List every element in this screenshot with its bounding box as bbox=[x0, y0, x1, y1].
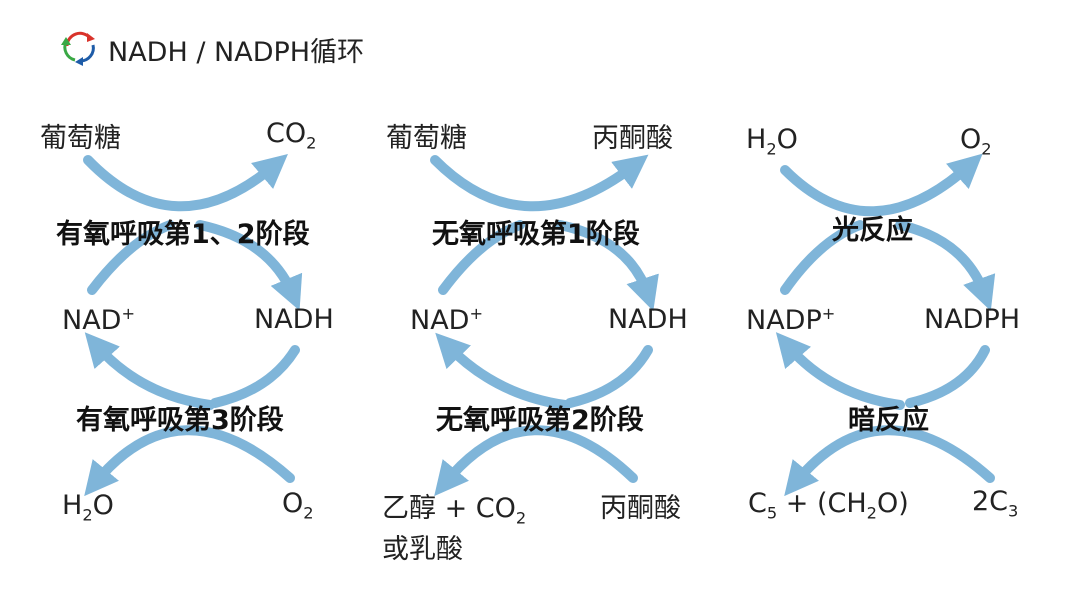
p2-bottom-left-label: 乙醇 + CO2 或乳酸 bbox=[382, 493, 527, 566]
p2-bottom-right-label: 丙酮酸 bbox=[600, 493, 681, 524]
arrow-p1-top-up bbox=[87, 220, 175, 295]
arrow-p1-bot-down bbox=[84, 425, 295, 497]
p1-bottom-left-label: H2O bbox=[62, 490, 114, 525]
arrow-p1-bot-up bbox=[84, 332, 215, 410]
p3-stage-top: 光反应 bbox=[832, 215, 913, 246]
p1-top-left-label: 葡萄糖 bbox=[40, 123, 121, 154]
arrow-p1-top-down bbox=[195, 220, 303, 311]
p1-top-right-label: CO2 bbox=[266, 118, 317, 153]
p1-stage-top: 有氧呼吸第1、2阶段 bbox=[56, 219, 310, 250]
arrow-p2-top-up bbox=[438, 220, 525, 295]
page-title: NADH / NADPH循环 bbox=[108, 37, 365, 68]
arrow-p2-bot-curve bbox=[565, 345, 653, 408]
p3-top-right-label: O2 bbox=[960, 124, 992, 159]
arrow-p2-bot-down bbox=[434, 425, 638, 497]
arrow-p3-bot-down bbox=[784, 425, 995, 497]
p3-mid-left-label: NADP+ bbox=[746, 304, 836, 336]
p2-mid-left-label: NAD+ bbox=[410, 304, 484, 336]
p2-stage-bottom: 无氧呼吸第2阶段 bbox=[436, 405, 644, 436]
p3-bottom-left-label: C5 + (CH2O) bbox=[748, 488, 909, 523]
arrow-p3-top-up bbox=[780, 220, 865, 295]
arrow-p2-top-down bbox=[555, 220, 659, 312]
p1-bottom-right-label: O2 bbox=[282, 488, 314, 523]
cycle-logo-icon bbox=[61, 31, 95, 66]
p3-mid-right-label: NADPH bbox=[924, 304, 1021, 335]
p2-top-left-label: 葡萄糖 bbox=[386, 123, 467, 154]
arrow-p3-top-right bbox=[780, 153, 983, 217]
p3-stage-bottom: 暗反应 bbox=[848, 405, 929, 436]
arrow-p3-top-down bbox=[895, 220, 996, 311]
p2-stage-top: 无氧呼吸第1阶段 bbox=[432, 219, 640, 250]
arrow-p2-top-right bbox=[430, 154, 649, 212]
p1-mid-left-label: NAD+ bbox=[62, 304, 136, 336]
arrow-p1-bot-curve bbox=[210, 345, 300, 408]
arrow-p1-top-right bbox=[83, 153, 288, 212]
p3-top-left-label: H2O bbox=[746, 124, 798, 159]
p1-stage-bottom: 有氧呼吸第3阶段 bbox=[76, 405, 284, 436]
arrow-p3-bot-up bbox=[775, 332, 905, 410]
p2-top-right-label: 丙酮酸 bbox=[592, 123, 673, 154]
p3-bottom-right-label: 2C3 bbox=[972, 486, 1019, 521]
arrow-p2-bot-up bbox=[435, 332, 570, 410]
arrow-p3-bot-curve bbox=[905, 345, 990, 408]
p1-mid-right-label: NADH bbox=[254, 304, 334, 335]
p2-mid-right-label: NADH bbox=[608, 304, 688, 335]
